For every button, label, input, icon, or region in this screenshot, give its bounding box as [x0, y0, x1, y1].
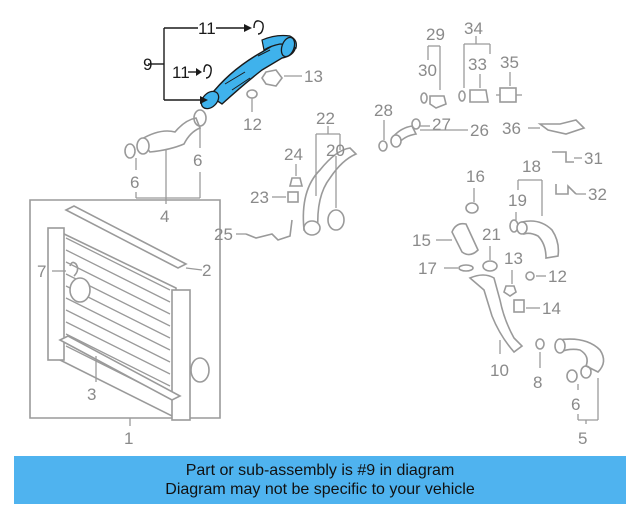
- callout-10: 10: [490, 361, 509, 380]
- part-12-bolt-right: [525, 271, 546, 281]
- callout-27: 27: [432, 115, 451, 134]
- part-9-hose-highlighted[interactable]: [198, 34, 297, 113]
- callout-6-mid: 6: [193, 151, 202, 170]
- part-8-clamp: [535, 338, 545, 368]
- callout-13-right: 13: [504, 249, 523, 268]
- callout-21: 21: [482, 225, 501, 244]
- part-16-seal: [465, 202, 479, 214]
- callout-12-right: 12: [548, 267, 567, 286]
- caption-line-part-number: Part or sub-assembly is #9 in diagram: [185, 462, 455, 479]
- callout-3: 3: [87, 385, 96, 404]
- callout-35: 35: [500, 53, 519, 72]
- callout-11-mid: 11: [172, 63, 190, 82]
- callout-17: 17: [418, 259, 437, 278]
- callout-22: 22: [316, 109, 335, 128]
- callout-16: 16: [466, 167, 485, 186]
- part-34-fitting: [469, 89, 489, 103]
- callout-31: 31: [584, 149, 603, 168]
- callout-12-top: 12: [243, 115, 262, 134]
- part-7-clip: [52, 261, 79, 277]
- callout-13-top: 13: [304, 67, 323, 86]
- part-15-hose: [451, 222, 479, 256]
- callout-7: 7: [37, 262, 46, 281]
- callout-29-bracket: [427, 45, 441, 90]
- part-27-clamp: [411, 118, 421, 130]
- part-13-nut: [261, 69, 302, 87]
- callout-29: 29: [426, 25, 445, 44]
- callout-5-bracket: [577, 378, 599, 424]
- part-28-clamp: [378, 120, 388, 152]
- callout-34: 34: [464, 19, 483, 38]
- part-26-hose: [390, 125, 418, 148]
- part-22-pipe: [302, 147, 358, 236]
- part-30-oring: [420, 92, 428, 104]
- callout-18: 18: [522, 157, 541, 176]
- callout-18-bracket: [517, 179, 543, 216]
- callout-32: 32: [588, 185, 607, 204]
- clamp-11-mid-icon: [203, 64, 212, 79]
- callout-26: 26: [470, 121, 489, 140]
- part-17-seal: [444, 264, 474, 272]
- callout-23: 23: [250, 188, 269, 207]
- part-6-clamp-bottom-right: [580, 365, 592, 379]
- callout-15: 15: [412, 231, 431, 250]
- callout-1: 1: [124, 429, 133, 448]
- callout-4-bracket: [135, 150, 201, 204]
- callout-30: 30: [418, 61, 437, 80]
- part-21-fitting: [482, 260, 498, 272]
- diagram-caption-banner: Part or sub-assembly is #9 in diagram Di…: [14, 456, 626, 504]
- part-12-bolt-top: [246, 89, 258, 112]
- part-5-hose: [554, 338, 605, 373]
- callout-8: 8: [533, 373, 542, 392]
- callout-2: 2: [202, 261, 211, 280]
- clamp-11-top-icon: [253, 20, 264, 35]
- part-23-grommet: [272, 191, 299, 203]
- callout-6-bottom: 6: [571, 395, 580, 414]
- callout-22-bracket: [315, 126, 341, 208]
- callout-19: 19: [508, 191, 527, 210]
- callout-36: 36: [502, 119, 521, 138]
- part-35-valve: [496, 87, 522, 103]
- part-25-bracket: [236, 219, 293, 241]
- callout-6-left: 6: [130, 173, 139, 192]
- callout-9: 9: [143, 55, 152, 74]
- callout-28: 28: [374, 101, 393, 120]
- part-10-pipe: [468, 274, 524, 354]
- callout-4: 4: [160, 207, 169, 226]
- callout-11-top: 11: [198, 19, 216, 38]
- callout-14: 14: [542, 299, 561, 318]
- caption-line-disclaimer: Diagram may not be specific to your vehi…: [165, 481, 475, 498]
- part-3-seal-strip: [58, 335, 182, 401]
- part-36-bracket: [528, 119, 586, 135]
- part-6-clamp-bottom-left: [566, 369, 578, 383]
- callout-34-bracket: [463, 36, 491, 88]
- part-13-nut-right: [503, 285, 517, 297]
- part-14-sensor: [513, 299, 540, 313]
- part-4-hose: [136, 117, 202, 155]
- part-31-clip: [552, 151, 582, 163]
- callout-9-bracket: [148, 24, 252, 104]
- callout-20: 20: [326, 141, 345, 160]
- callout-25: 25: [214, 225, 233, 244]
- part-18-hose: [516, 220, 560, 259]
- part-33-oring: [458, 90, 466, 102]
- part-6-clamp-left: [124, 143, 136, 159]
- part-29-fitting: [429, 95, 447, 109]
- callout-24: 24: [284, 145, 303, 164]
- callout-33: 33: [468, 55, 487, 74]
- part-2-seal-strip: [64, 205, 203, 271]
- part-24-clip: [288, 164, 304, 187]
- callout-5: 5: [578, 429, 587, 448]
- exploded-parts-diagram: 11 9 11 13 12 6 6: [29, 19, 607, 448]
- part-32-clip: [555, 184, 586, 195]
